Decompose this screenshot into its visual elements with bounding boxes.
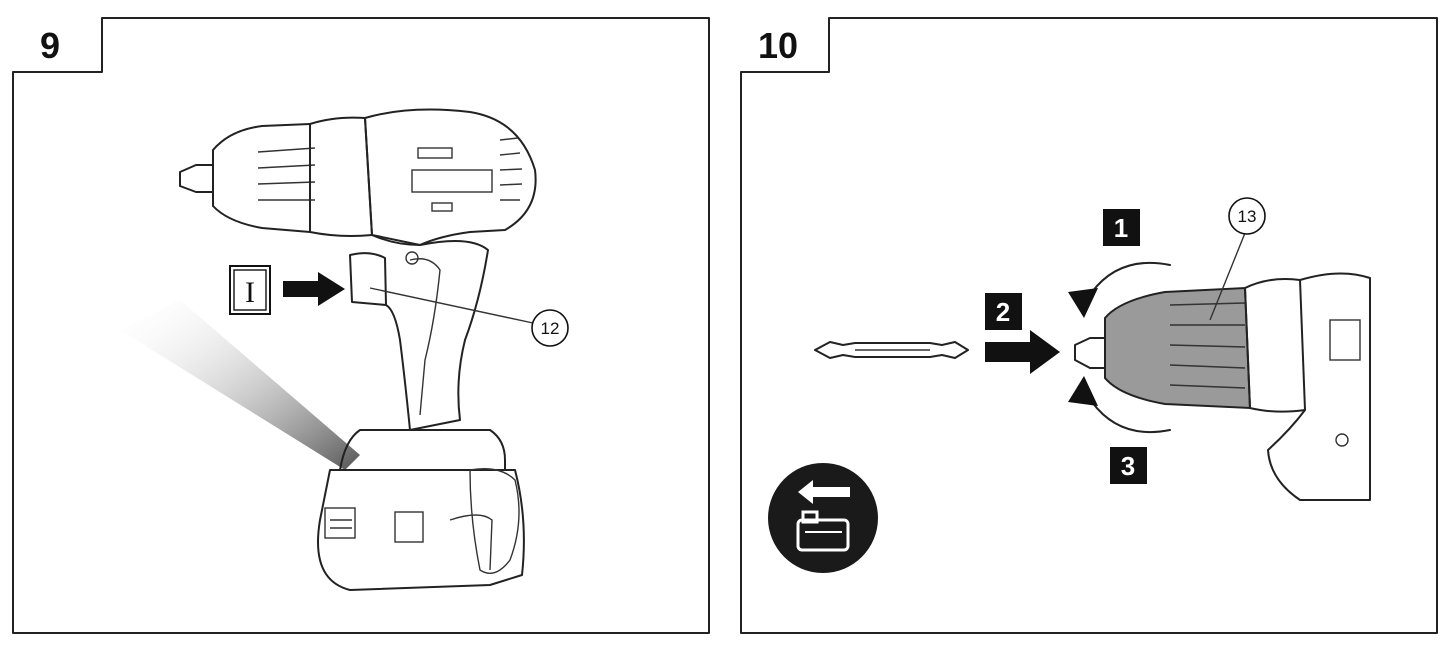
panel-9-frame — [12, 17, 710, 634]
panel-10-number: 10 — [758, 25, 798, 66]
mode-box — [229, 265, 271, 315]
panel-9: 9 — [12, 17, 710, 634]
remove-battery-icon — [768, 463, 878, 573]
arrow-right-icon — [985, 330, 1060, 374]
callout-12: 12 — [541, 319, 560, 338]
panel-9-number: 9 — [40, 25, 60, 66]
arrow-right-icon — [283, 272, 345, 306]
callout-12-circle — [531, 309, 569, 347]
step-1-label: 1 — [1114, 213, 1128, 243]
step-2-label: 2 — [996, 297, 1010, 327]
callout-13-leader — [1209, 232, 1246, 321]
screwdriver-bit-icon — [814, 341, 969, 359]
mode-box-label: I — [245, 276, 255, 309]
step-3-label: 3 — [1121, 451, 1135, 481]
light-beam-icon — [120, 300, 360, 470]
rotate-arrow-icon — [1068, 261, 1171, 434]
callout-12-leader — [369, 287, 534, 324]
step-1-badge — [1103, 209, 1140, 246]
drill-chuck-icon — [1074, 272, 1371, 501]
step-2-badge — [985, 293, 1022, 330]
step-3-badge — [1110, 447, 1147, 484]
drill-icon — [179, 108, 537, 591]
callout-13-circle — [1228, 197, 1266, 235]
panel-10: 10 2 1 3 — [740, 17, 1438, 634]
callout-13: 13 — [1238, 207, 1257, 226]
panel-10-frame — [740, 17, 1438, 634]
